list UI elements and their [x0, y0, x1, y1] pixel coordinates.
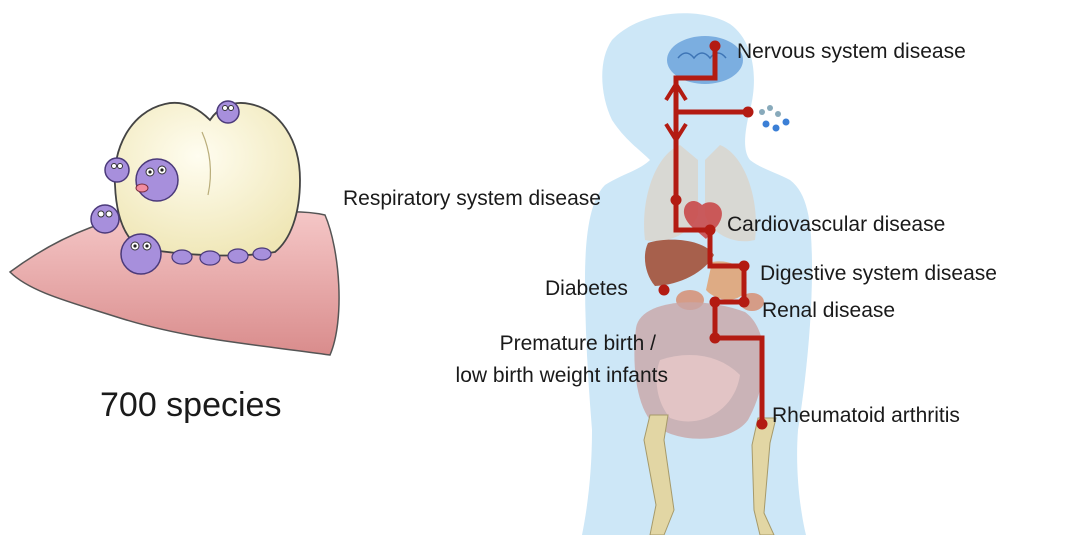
- bacteria-icon: [105, 158, 129, 182]
- bacteria-icon: [217, 101, 239, 123]
- tooth-illustration: [10, 101, 339, 355]
- label-premature-birth-line1: Premature birth /: [428, 332, 656, 356]
- label-respiratory-system-disease: Respiratory system disease: [343, 187, 601, 211]
- label-nervous-system-disease: Nervous system disease: [737, 40, 966, 64]
- bacteria-icon: [91, 205, 119, 233]
- label-renal-disease: Renal disease: [762, 299, 895, 323]
- bacteria-icon: [121, 234, 161, 274]
- label-digestive-system-disease: Digestive system disease: [760, 262, 997, 286]
- droplet-icon: [759, 105, 790, 132]
- species-count-caption: 700 species: [100, 386, 281, 425]
- bacteria-icon: [136, 159, 178, 201]
- label-premature-birth-line2: low birth weight infants: [392, 364, 668, 388]
- label-rheumatoid-arthritis: Rheumatoid arthritis: [772, 404, 960, 428]
- label-diabetes: Diabetes: [545, 277, 628, 301]
- label-cardiovascular-disease: Cardiovascular disease: [727, 213, 945, 237]
